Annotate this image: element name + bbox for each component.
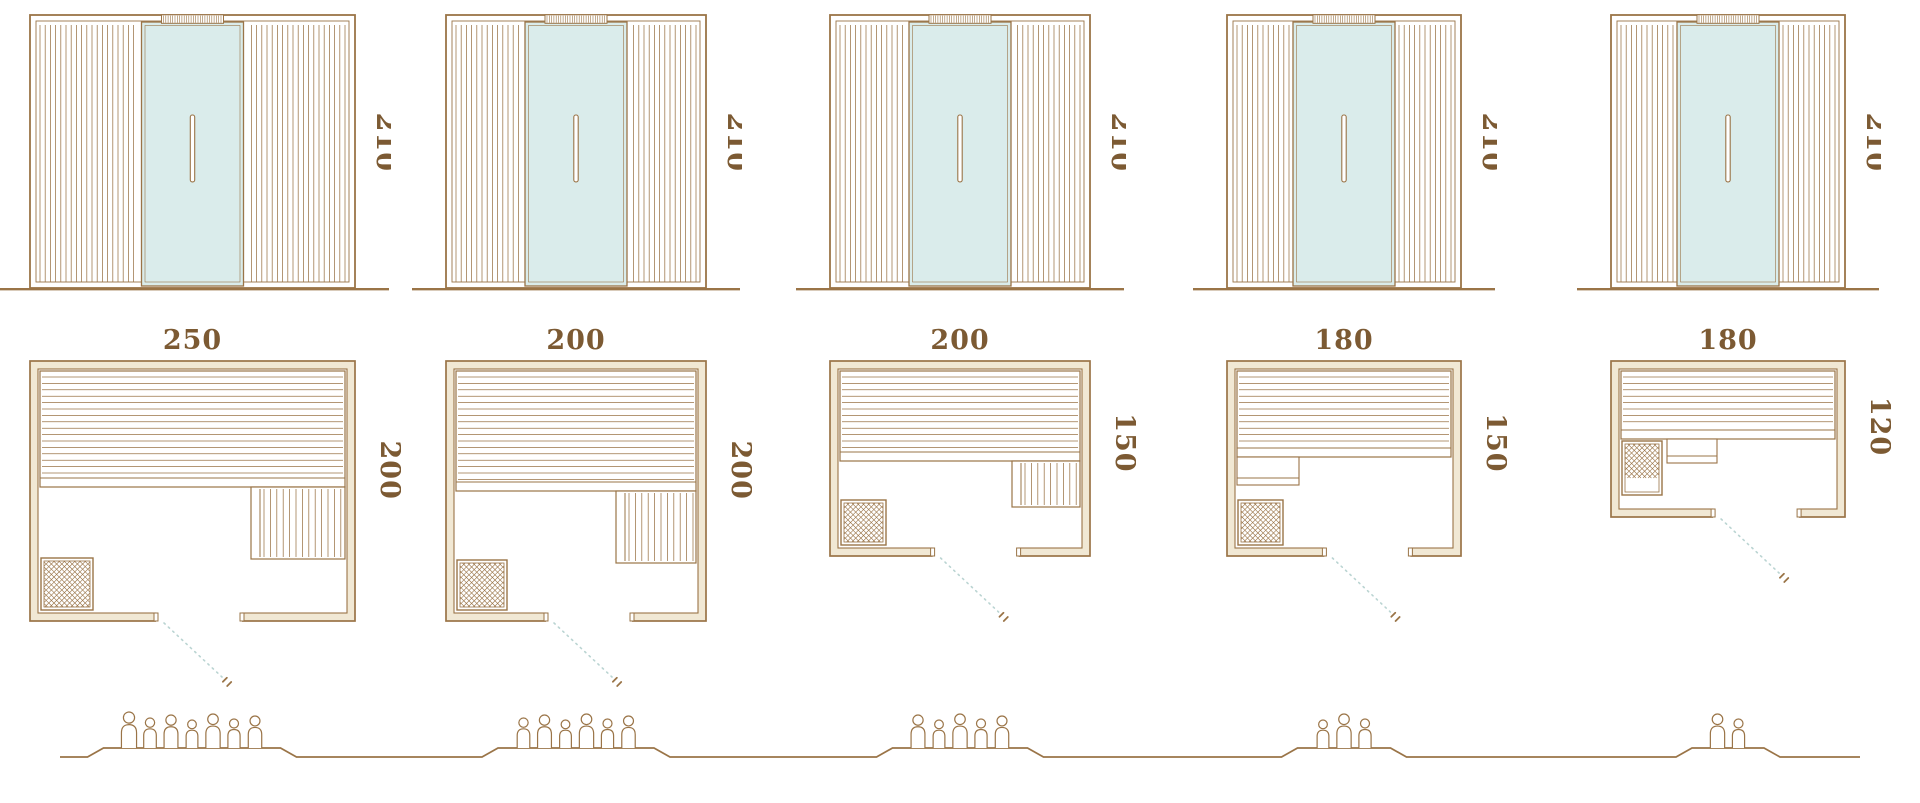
person-icon	[517, 718, 530, 748]
person-icon	[538, 715, 552, 748]
back-bench	[1237, 371, 1451, 457]
plan-depth-label: 150	[1480, 413, 1507, 472]
person-icon	[164, 715, 178, 748]
heater-icon	[1622, 441, 1662, 495]
plan-sauna-250x200: 250 200	[0, 323, 401, 691]
door-swing-line	[941, 558, 1008, 621]
person-icon	[579, 714, 593, 748]
person-icon	[622, 716, 635, 748]
glass-door	[141, 22, 243, 286]
step-bench	[1237, 457, 1299, 485]
elevation-sauna-200x150: 210	[794, 14, 1126, 297]
person-icon	[228, 719, 240, 748]
plan-sauna-180x150: 180 150	[1181, 323, 1507, 626]
person-icon	[1317, 720, 1329, 748]
heater-icon	[841, 500, 886, 545]
plan-depth-label: 150	[1109, 413, 1136, 472]
side-bench	[616, 491, 696, 563]
plan-width-label: 250	[162, 325, 221, 356]
back-bench	[840, 371, 1080, 461]
plan-depth-label: 200	[725, 441, 752, 500]
door-handle-icon	[1726, 115, 1730, 182]
glass-door	[909, 22, 1011, 286]
step-bench	[1667, 439, 1717, 463]
height-dimension-label: 210	[1105, 113, 1126, 172]
back-bench	[40, 371, 345, 487]
back-bench	[1621, 371, 1835, 439]
roof-vent	[545, 15, 607, 23]
elevation-row: 210 210 210 210 210	[0, 14, 1920, 297]
capacity-group	[121, 712, 261, 748]
capacity-group	[1710, 714, 1744, 748]
person-icon	[1337, 714, 1351, 748]
person-icon	[186, 720, 198, 748]
plan-width-label: 200	[546, 325, 605, 356]
heater-icon	[457, 560, 507, 610]
plan-depth-label: 200	[374, 441, 401, 500]
glass-door	[1293, 22, 1395, 286]
ground-line	[60, 748, 1860, 757]
roof-vent	[1313, 15, 1375, 23]
door-handle-icon	[1342, 115, 1346, 182]
door-swing-line	[1332, 558, 1399, 621]
glass-door	[1677, 22, 1779, 286]
door-handle-icon	[190, 115, 194, 182]
person-icon	[975, 719, 987, 748]
plan-width-label: 180	[1698, 325, 1757, 356]
capacity-group	[911, 714, 1009, 748]
person-icon	[144, 718, 157, 748]
elevation-sauna-200x200: 210	[410, 14, 742, 297]
plan-depth-label: 120	[1864, 397, 1891, 456]
roof-vent	[161, 15, 223, 23]
person-icon	[1359, 719, 1371, 748]
person-icon	[953, 714, 967, 748]
height-dimension-label: 210	[721, 113, 742, 172]
sauna-size-diagram: 210 210 210 210 210 250 200 200 200 200 150 180 150…	[0, 14, 1920, 803]
elevation-sauna-250x200: 210	[0, 14, 391, 297]
person-icon	[995, 716, 1008, 748]
roof-vent	[1697, 15, 1759, 23]
glass-door	[525, 22, 627, 286]
plan-width-label: 200	[930, 325, 989, 356]
capacity-group	[517, 714, 635, 748]
heater-icon	[1238, 500, 1283, 545]
elevation-sauna-180x120: 210	[1575, 14, 1881, 297]
roof-vent	[929, 15, 991, 23]
plan-width-label: 180	[1314, 325, 1373, 356]
door-swing-line	[1721, 519, 1788, 582]
plan-sauna-200x150: 200 150	[784, 323, 1136, 626]
person-icon	[601, 719, 613, 748]
plan-sauna-200x200: 200 200	[400, 323, 752, 691]
elevation-sauna-180x150: 210	[1191, 14, 1497, 297]
height-dimension-label: 210	[1476, 113, 1497, 172]
side-bench	[251, 487, 345, 559]
person-icon	[1710, 714, 1724, 748]
person-icon	[933, 720, 945, 748]
door-handle-icon	[958, 115, 962, 182]
door-handle-icon	[574, 115, 578, 182]
capacity-group	[1317, 714, 1371, 748]
plan-sauna-180x120: 180 120	[1565, 323, 1891, 587]
person-icon	[121, 712, 136, 748]
side-bench	[1012, 461, 1080, 507]
person-icon	[1732, 719, 1744, 748]
height-dimension-label: 210	[370, 113, 391, 172]
heater-icon	[41, 558, 93, 610]
capacity-figures	[0, 673, 1920, 803]
person-icon	[911, 715, 925, 748]
person-icon	[560, 720, 572, 748]
height-dimension-label: 210	[1860, 113, 1881, 172]
person-icon	[248, 716, 261, 748]
plan-row: 250 200 200 200 200 150 180 150 180 120	[0, 323, 1920, 691]
person-icon	[206, 714, 220, 748]
capacity-row	[0, 673, 1920, 803]
back-bench	[456, 371, 696, 491]
